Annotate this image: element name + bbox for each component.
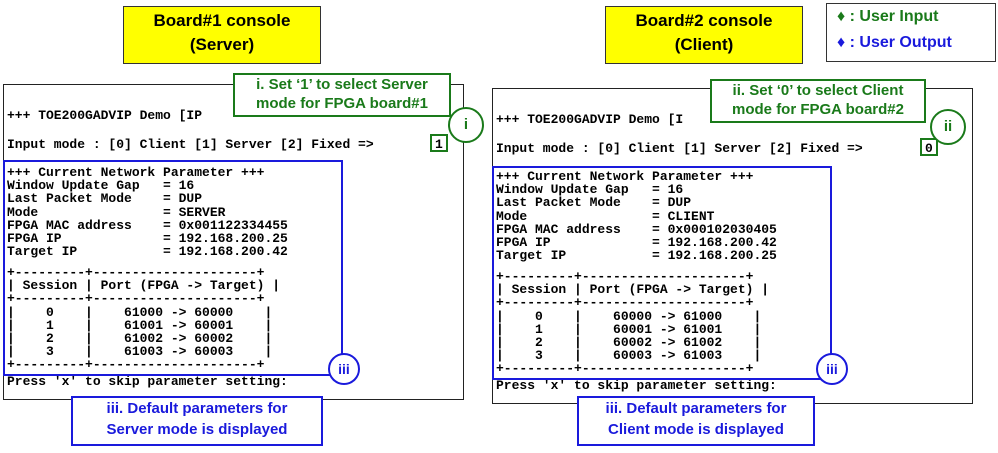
console2-params-highlight bbox=[492, 166, 832, 380]
console2-table-line-0: +---------+---------------------+ bbox=[496, 269, 754, 284]
console2-param-line-5: FPGA IP = 192.168.200.42 bbox=[496, 235, 777, 250]
callout-default-client: iii. Default parameters for Client mode … bbox=[577, 396, 815, 446]
console1-skip-prompt: Press 'x' to skip parameter setting: bbox=[7, 374, 288, 389]
callout-default-server-line2: Server mode is displayed bbox=[106, 421, 288, 438]
callout-default-client-line2: Client mode is displayed bbox=[608, 421, 784, 438]
console2-table-line-1: | Session | Port (FPGA -> Target) | bbox=[496, 282, 770, 298]
console1-table-line-4: | 1 | 61001 -> 60001 | bbox=[7, 317, 273, 333]
console-board2: +++ TOE200GADVIP Demo [I Input mode : [0… bbox=[492, 88, 973, 404]
console1-table-line-6: | 3 | 61003 -> 60003 | bbox=[7, 344, 273, 360]
console2-param-line-1: Window Update Gap = 16 bbox=[496, 182, 684, 198]
console2-param-line-0: +++ Current Network Parameter +++ bbox=[496, 169, 754, 184]
console1-table-line-0: +---------+---------------------+ bbox=[7, 265, 265, 280]
legend: ♦ : User Input ♦ : User Output bbox=[826, 3, 996, 62]
console1-param-line-0: +++ Current Network Parameter +++ bbox=[7, 165, 265, 180]
console2-table-line-3: | 0 | 60000 -> 61000 | bbox=[496, 308, 762, 324]
console2-input-value: 0 bbox=[925, 141, 933, 156]
legend-user-output: ♦ : User Output bbox=[837, 34, 952, 51]
console1-table-line-2: +---------+---------------------+ bbox=[7, 291, 265, 307]
board2-title-line2: (Client) bbox=[674, 35, 734, 54]
console1-param-line-4: FPGA MAC address = 0x001122334455 bbox=[7, 217, 288, 233]
console2-prompt: Input mode : [0] Client [1] Server [2] F… bbox=[496, 141, 863, 156]
board2-title-line1: Board#2 console bbox=[635, 11, 773, 30]
console2-banner: +++ TOE200GADVIP Demo [I bbox=[496, 112, 684, 127]
console1-table-line-7: +---------+---------------------+ bbox=[7, 357, 265, 373]
console1-input-highlight bbox=[430, 134, 448, 152]
console1-table-line-1: | Session | Port (FPGA -> Target) | bbox=[7, 278, 281, 294]
callout-default-client-line1: iii. Default parameters for bbox=[605, 400, 787, 417]
console2-table-line-5: | 2 | 60002 -> 61002 | bbox=[496, 335, 762, 350]
console2-skip-prompt: Press 'x' to skip parameter setting: bbox=[496, 378, 777, 393]
console1-params-highlight bbox=[3, 160, 343, 376]
marker-iii-board2: iii bbox=[816, 353, 848, 385]
callout-set-client-line1: ii. Set ‘0’ to select Client bbox=[732, 82, 904, 99]
console2-table-line-4: | 1 | 60001 -> 61001 | bbox=[496, 321, 762, 337]
console1-table-line-3: | 0 | 61000 -> 60000 | bbox=[7, 304, 273, 320]
console2-table-line-2: +---------+---------------------+ bbox=[496, 295, 754, 311]
console1-prompt: Input mode : [0] Client [1] Server [2] F… bbox=[7, 137, 374, 152]
console2-table-line-7: +---------+---------------------+ bbox=[496, 361, 754, 377]
console2-table-line-6: | 3 | 60003 -> 61003 | bbox=[496, 348, 762, 364]
console2-param-line-3: Mode = CLIENT bbox=[496, 208, 715, 224]
callout-set-server-line2: mode for FPGA board#1 bbox=[256, 95, 428, 112]
board2-title-box: Board#2 console (Client) bbox=[605, 6, 803, 64]
board1-title-box: Board#1 console (Server) bbox=[123, 6, 321, 64]
console2-param-line-2: Last Packet Mode = DUP bbox=[496, 195, 692, 211]
callout-set-server-line1: i. Set ‘1’ to select Server bbox=[256, 76, 428, 93]
console1-banner: +++ TOE200GADVIP Demo [IP bbox=[7, 108, 203, 123]
callout-default-server: iii. Default parameters for Server mode … bbox=[71, 396, 323, 446]
console1-param-line-3: Mode = SERVER bbox=[7, 204, 226, 220]
marker-i: i bbox=[448, 107, 484, 143]
console2-param-line-4: FPGA MAC address = 0x000102030405 bbox=[496, 221, 777, 237]
marker-ii: ii bbox=[930, 109, 966, 145]
console1-param-line-6: Target IP = 192.168.200.42 bbox=[7, 244, 288, 260]
console1-table-line-5: | 2 | 61002 -> 60002 | bbox=[7, 331, 273, 346]
callout-set-server: i. Set ‘1’ to select Server mode for FPG… bbox=[233, 73, 451, 117]
callout-default-server-line1: iii. Default parameters for bbox=[106, 400, 288, 417]
console2-input-highlight bbox=[920, 138, 938, 156]
legend-user-input: ♦ : User Input bbox=[837, 8, 939, 25]
board1-title-line2: (Server) bbox=[189, 35, 255, 54]
callout-set-client-line2: mode for FPGA board#2 bbox=[732, 101, 904, 118]
callout-set-client: ii. Set ‘0’ to select Client mode for FP… bbox=[710, 79, 926, 123]
console-board1: +++ TOE200GADVIP Demo [IP Input mode : [… bbox=[3, 84, 464, 400]
console1-param-line-2: Last Packet Mode = DUP bbox=[7, 191, 203, 207]
console2-param-line-6: Target IP = 192.168.200.25 bbox=[496, 248, 777, 264]
board1-title-line1: Board#1 console bbox=[153, 11, 291, 30]
marker-iii-board1: iii bbox=[328, 353, 360, 385]
console1-param-line-1: Window Update Gap = 16 bbox=[7, 178, 195, 194]
console1-input-value: 1 bbox=[435, 137, 443, 152]
console1-param-line-5: FPGA IP = 192.168.200.25 bbox=[7, 231, 288, 246]
